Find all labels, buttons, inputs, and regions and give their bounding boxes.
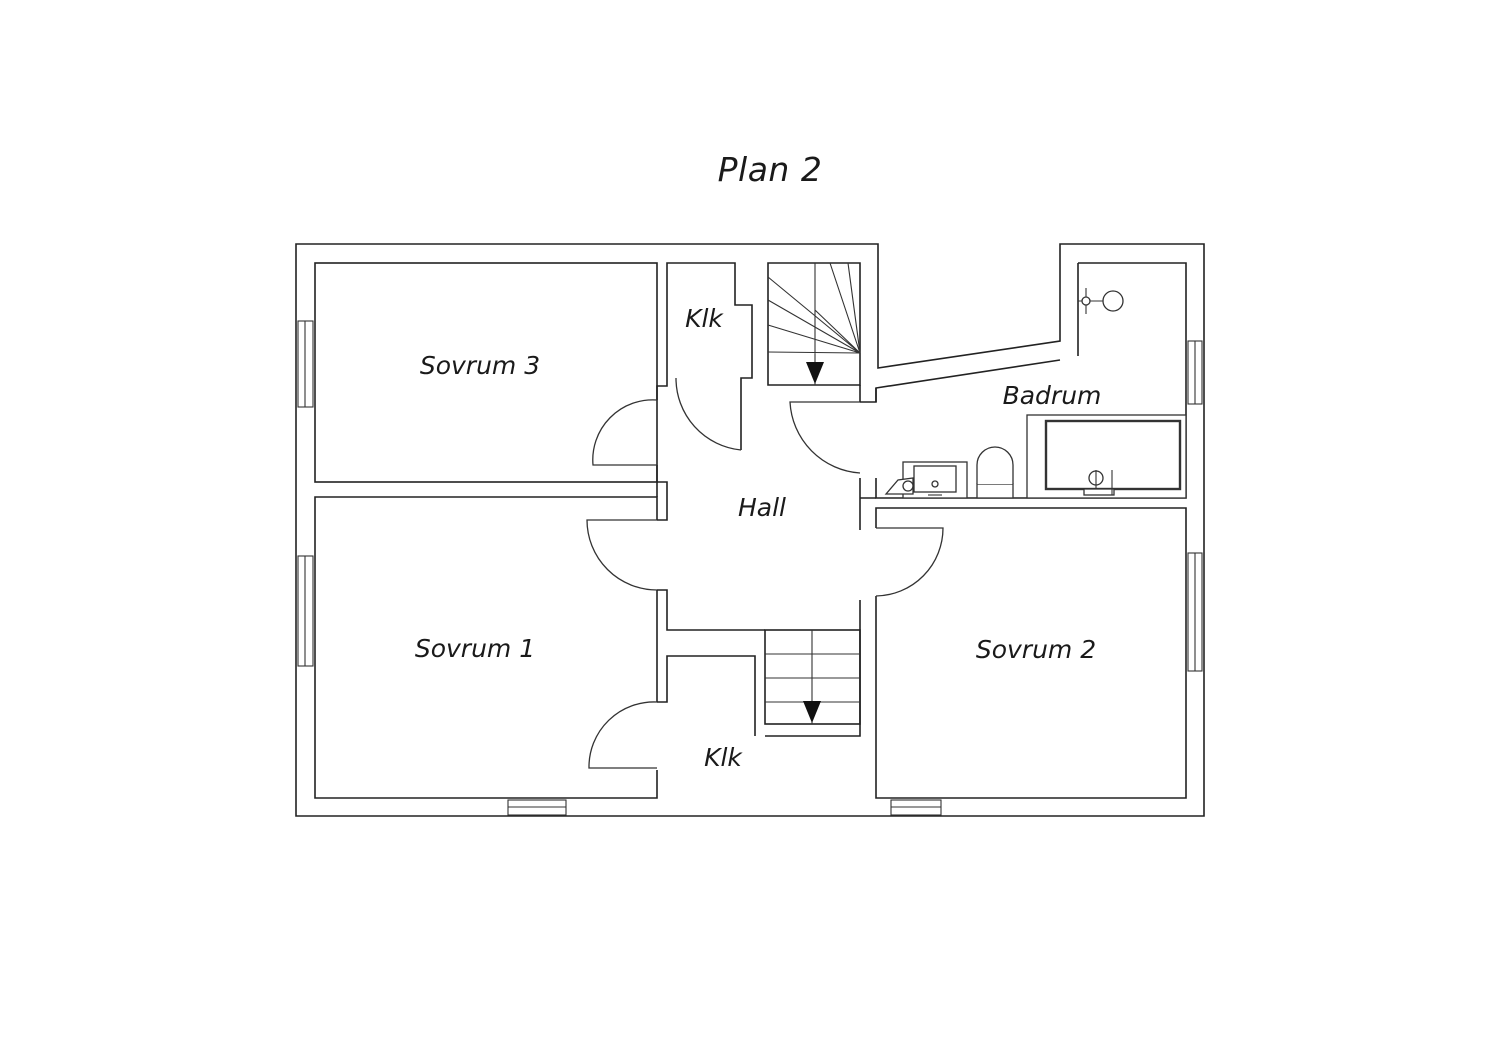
sink-icon (902, 461, 968, 499)
stair-top-arrow (806, 362, 824, 384)
door-badrum[interactable] (789, 401, 861, 474)
door-sovrum-2[interactable] (875, 527, 944, 597)
stair-top-steps (767, 262, 861, 385)
label-klk-bottom: Klk (704, 743, 743, 772)
washer-icon (884, 477, 914, 495)
stair-bottom-steps (765, 630, 860, 724)
tub-faucet-icon (1083, 470, 1115, 496)
hall-walls (656, 378, 861, 737)
label-klk-top: Klk (685, 304, 724, 333)
room-sovrum-2[interactable] (875, 507, 1187, 799)
room-sovrum-3[interactable] (314, 262, 658, 483)
label-sovrum-1: Sovrum 1 (415, 634, 535, 663)
outer-wall (295, 243, 1205, 817)
room-sovrum-1[interactable] (314, 496, 658, 799)
door-sovrum-3[interactable] (592, 399, 658, 466)
stair-bottom-arrow (803, 701, 821, 723)
room-klk-top[interactable] (666, 262, 753, 450)
door-klk-bottom[interactable] (588, 701, 658, 769)
label-sovrum-2: Sovrum 2 (976, 635, 1096, 664)
door-sovrum-1[interactable] (586, 519, 658, 591)
shower-icon (1078, 288, 1124, 314)
label-hall: Hall (738, 493, 786, 522)
label-badrum: Badrum (1003, 381, 1102, 410)
toilet-icon (976, 446, 1014, 499)
hall-badrum-wall (859, 478, 876, 530)
label-sovrum-3: Sovrum 3 (420, 351, 540, 380)
door-klk-top[interactable] (675, 377, 742, 451)
plan-title: Plan 2 (717, 150, 823, 189)
